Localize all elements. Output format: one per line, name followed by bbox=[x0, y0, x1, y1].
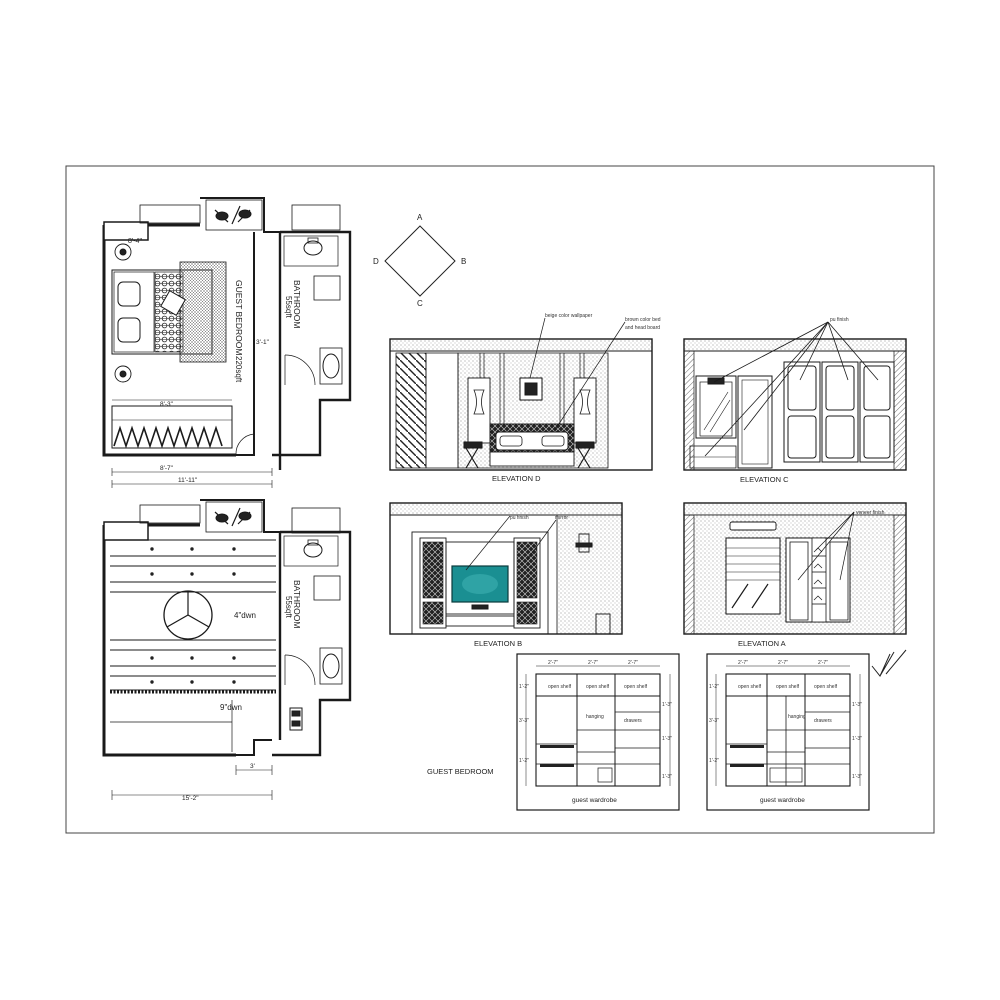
elevation-c-title: ELEVATION C bbox=[740, 475, 789, 484]
plan-top-dim-door: 3'-1" bbox=[256, 339, 270, 346]
sheet-border bbox=[65, 165, 935, 834]
wardrobe-left-dim-left-1: 1'-2" bbox=[519, 684, 529, 690]
wardrobe-left-dim-top-2: 2'-7" bbox=[588, 660, 598, 666]
wardrobe-left-title: guest wardrobe bbox=[572, 797, 617, 804]
wardrobe-right-dim-top-1: 2'-7" bbox=[738, 660, 748, 666]
wardrobe-left-dim-right-3: 1'-3" bbox=[662, 774, 672, 780]
plan-bottom-dim-top: 11'-11" bbox=[178, 477, 198, 484]
elevation-a-note-1: veneer finish bbox=[856, 510, 885, 516]
wardrobe-left bbox=[516, 653, 680, 811]
elevation-b-note-2: mirror bbox=[555, 515, 568, 521]
elevation-a bbox=[683, 502, 907, 635]
wardrobe-left-dim-right-1: 1'-3" bbox=[662, 702, 672, 708]
wardrobe-left-dim-top-1: 2'-7" bbox=[548, 660, 558, 666]
plan-bottom-bath-name: BATHROOM bbox=[292, 580, 302, 628]
wardrobe-right-dim-right-3: 1'-3" bbox=[852, 774, 862, 780]
plan-bottom-dim-door: 3' bbox=[250, 763, 255, 770]
compass-west: D bbox=[373, 257, 379, 266]
wardrobe-right-label-2: open shelf bbox=[776, 684, 800, 690]
compass-south: C bbox=[417, 299, 423, 308]
plan-bottom-dim-bottom: 15'-2" bbox=[182, 795, 199, 802]
plan-top-dim-bottom: 8'-7" bbox=[160, 465, 174, 472]
wardrobe-right-label-1: open shelf bbox=[738, 684, 762, 690]
plan-bottom bbox=[102, 480, 352, 800]
elevation-d-title: ELEVATION D bbox=[492, 474, 541, 483]
wardrobe-right-label-4: hanging bbox=[788, 714, 806, 720]
elevation-d-note-3: and head board bbox=[625, 325, 660, 331]
wardrobe-right-dim-top-3: 2'-7" bbox=[818, 660, 828, 666]
elevation-d-note-1: beige color wallpaper bbox=[545, 313, 593, 319]
wardrobe-right-title: guest wardrobe bbox=[760, 797, 805, 804]
plan-bottom-bath-area: 55sqft bbox=[284, 596, 293, 619]
wardrobe-left-label-5: drawers bbox=[624, 718, 642, 724]
plan-top-room-name: GUEST BEDROOM bbox=[234, 280, 244, 355]
wardrobe-right-dim-left-2: 3'-3" bbox=[709, 718, 719, 724]
wardrobe-right-dim-left-1: 1'-2" bbox=[709, 684, 719, 690]
elevation-b bbox=[389, 502, 623, 635]
plan-bottom-ceiling-drop-1: 4"dwn bbox=[234, 611, 256, 620]
wardrobe-left-dim-left-3: 1'-2" bbox=[519, 758, 529, 764]
wardrobe-left-label-3: open shelf bbox=[624, 684, 648, 690]
wardrobe-right-label-3: open shelf bbox=[814, 684, 838, 690]
elevation-c bbox=[683, 321, 907, 471]
wardrobe-right-dim-left-3: 1'-2" bbox=[709, 758, 719, 764]
plan-top-dim-top: 8'-4" bbox=[128, 238, 142, 245]
plan-top-dim-mid: 8'-3" bbox=[160, 401, 174, 408]
section-mark-icon bbox=[871, 649, 907, 677]
sheet-label: GUEST BEDROOM bbox=[427, 767, 494, 776]
plan-top-bath-area: 55sqft bbox=[284, 296, 293, 319]
wardrobe-right-dim-right-2: 1'-3" bbox=[852, 736, 862, 742]
plan-top bbox=[102, 197, 352, 476]
wardrobe-right-dim-top-2: 2'-7" bbox=[778, 660, 788, 666]
wardrobe-left-label-4: hanging bbox=[586, 714, 604, 720]
elevation-a-title: ELEVATION A bbox=[738, 639, 786, 648]
elevation-c-note-1: pu finish bbox=[830, 317, 849, 323]
plan-top-room-area: 220sqft bbox=[234, 356, 243, 383]
plan-top-bath-name: BATHROOM bbox=[292, 280, 302, 328]
wardrobe-left-label-2: open shelf bbox=[586, 684, 610, 690]
compass-east: B bbox=[461, 257, 466, 266]
wardrobe-left-label-1: open shelf bbox=[548, 684, 572, 690]
wardrobe-left-dim-top-3: 2'-7" bbox=[628, 660, 638, 666]
elevation-b-note-1: pu finish bbox=[510, 515, 529, 521]
compass-north: A bbox=[417, 213, 423, 222]
wardrobe-left-dim-left-2: 3'-3" bbox=[519, 718, 529, 724]
wardrobe-right bbox=[706, 653, 870, 811]
elevation-b-title: ELEVATION B bbox=[474, 639, 522, 648]
wardrobe-left-dim-right-2: 1'-3" bbox=[662, 736, 672, 742]
wardrobe-right-label-5: drawers bbox=[814, 718, 832, 724]
compass: A B C D bbox=[373, 213, 466, 308]
elevation-d bbox=[389, 317, 653, 471]
plan-bottom-ceiling-drop-2: 9"dwn bbox=[220, 703, 242, 712]
wardrobe-right-dim-right-1: 1'-3" bbox=[852, 702, 862, 708]
elevation-d-note-2: brown color bed bbox=[625, 317, 661, 323]
